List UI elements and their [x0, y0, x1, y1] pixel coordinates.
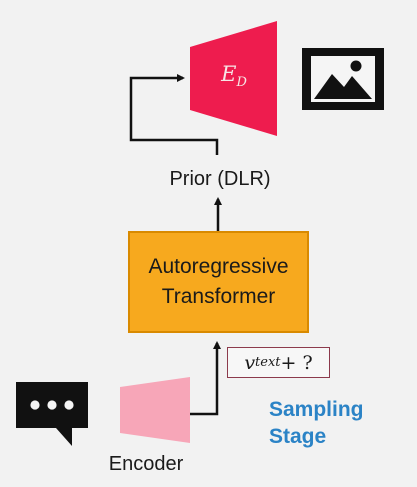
encoder-trapezoid [120, 377, 190, 443]
transformer-label-line1: Autoregressive [148, 255, 289, 278]
encoder-to-transformer-arrow [190, 341, 221, 416]
prior-label: Prior (DLR) [169, 168, 271, 190]
encoder-label: Encoder [108, 453, 184, 475]
chat-bubble-icon [16, 382, 88, 446]
decoder-trapezoid [190, 21, 277, 136]
autoregressive-transformer-box: Autoregressive Transformer [128, 231, 309, 333]
decoder-label: ED [221, 62, 247, 90]
sampling-stage-line1: Sampling [269, 398, 364, 421]
sampling-stage-label: Sampling Stage [269, 396, 389, 450]
prior-to-decoder-arrow [129, 74, 219, 155]
image-icon [302, 48, 384, 110]
sampling-stage-line2: Stage [269, 425, 327, 448]
transformer-label-line2: Transformer [161, 285, 276, 308]
